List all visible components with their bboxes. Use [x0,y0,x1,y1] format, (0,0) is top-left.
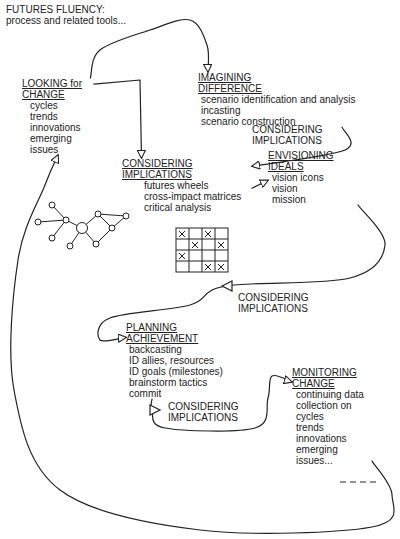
tool-item: scenario identification and analysis [201,94,397,105]
matrix-marks [179,231,224,270]
tool-item: cross-impact matrices [144,191,252,202]
network-circle [49,202,55,208]
flow-connector [98,205,385,341]
flow-connector [94,80,142,158]
network-circle [95,211,101,217]
tool-item: cycles [30,100,94,111]
tool-item: critical analysis [144,202,252,213]
stage-heading: LOOKING for CHANGE [22,78,94,100]
network-circle [77,223,88,234]
network-circles [35,202,129,249]
tool-item: trends [296,422,364,433]
network-circle [63,217,69,223]
stage-node: ENVISIONING IDEALSvision iconsvisionmiss… [268,150,368,205]
cross-impact-matrix [176,228,228,272]
tool-item: innovations [30,122,94,133]
tool-item: futures wheels [144,180,252,191]
tool-item: emerging issues [30,133,94,155]
tool-item: brainstorm tactics [129,377,255,388]
network-circle [93,241,99,247]
network-circle [67,243,73,249]
tool-item: innovations [296,433,364,444]
tool-item: mission [272,194,366,205]
futures-wheel-network [35,202,129,249]
network-links [38,205,126,246]
tool-item: vision icons [272,172,366,183]
network-circle [109,225,115,231]
tool-item: commit [129,388,255,399]
edge-label: CONSIDERING IMPLICATIONS [168,401,254,423]
tool-item: vision [272,183,366,194]
stage-node: MONITORING CHANGEcontinuing data collect… [292,367,372,466]
diagram-title: FUTURES FLUENCY: process and related too… [6,4,136,26]
stage-node: PLANNING ACHIEVEMENTbackcastingID allies… [126,322,256,399]
edge-label: CONSIDERING IMPLICATIONS [238,292,324,314]
flow-connector [11,155,394,533]
midway-arrowhead [150,405,160,415]
dashed-continuation [340,481,376,482]
tool-item: incasting [201,105,397,116]
matrix-frame [176,228,228,272]
stage-heading: ENVISIONING IDEALS [268,150,348,172]
tool-item: ID allies, resources [129,355,255,366]
stage-heading: IMAGINING DIFFERENCE [198,72,283,94]
network-circle [49,235,55,241]
flow-connector [252,180,268,188]
stage-heading: CONSIDERING IMPLICATIONS [122,158,212,180]
tool-item: ID goals (milestones) [129,366,255,377]
tool-item: emerging issues... [296,444,364,466]
tool-item: backcasting [129,344,255,355]
network-circle [123,213,129,219]
stage-heading: MONITORING CHANGE [292,367,372,389]
stage-node: IMAGINING DIFFERENCEscenario identificat… [198,72,398,127]
network-circle [35,219,41,225]
edge-label: CONSIDERING IMPLICATIONS [252,124,338,146]
flow-connector [90,20,208,78]
tool-item: trends [30,111,94,122]
tool-item: continuing data collection on cycles [296,389,364,422]
midway-arrowhead [222,281,232,291]
matrix-grid [176,228,228,272]
stage-node: LOOKING for CHANGEcyclestrendsinnovation… [22,78,94,155]
stage-heading: PLANNING ACHIEVEMENT [126,322,216,344]
stage-node: CONSIDERING IMPLICATIONSfutures wheelscr… [122,158,252,213]
